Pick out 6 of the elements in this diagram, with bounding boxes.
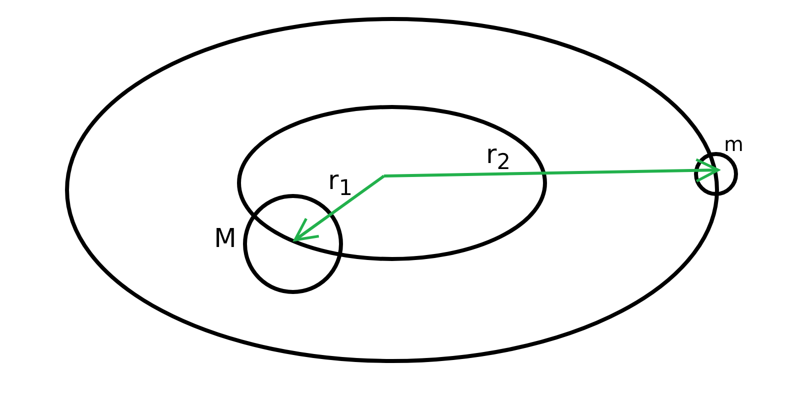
body-label: M (214, 226, 236, 252)
edge-label: r$_{2}$ (486, 142, 510, 174)
arrow (384, 158, 720, 183)
edge-label: r$_{1}$ (328, 168, 352, 200)
body-label: m (724, 134, 744, 154)
arrow (294, 174, 385, 242)
